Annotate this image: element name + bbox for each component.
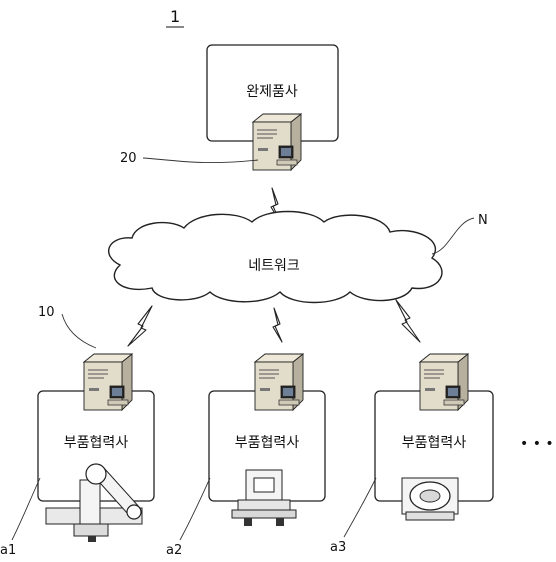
manufacturer-label: 완제품사	[246, 84, 298, 100]
partner1-label: 부품협력사	[64, 435, 129, 451]
partner2-link-bolt-icon	[272, 307, 283, 343]
partner2-ref: a2	[166, 543, 182, 558]
more-partners-ellipsis: • • •	[520, 436, 554, 452]
manufacturer-server-icon	[252, 113, 302, 171]
robot-arm-machine-icon	[45, 463, 143, 542]
press-machine-icon	[231, 469, 297, 526]
figure-number: 1	[170, 7, 180, 26]
network-cloud	[108, 210, 443, 304]
manufacturer-ref: 20	[120, 151, 137, 166]
partner2-server-icon	[254, 353, 304, 411]
partner1-server-icon	[83, 353, 133, 411]
drum-machine-icon	[401, 477, 459, 521]
partner3-label: 부품협력사	[402, 435, 467, 451]
partner1-ref-leader	[11, 477, 41, 541]
network-ref: N	[478, 213, 488, 228]
partner2-label: 부품협력사	[235, 435, 300, 451]
partner1-link-bolt-icon	[127, 305, 153, 347]
network-ref-leader	[431, 217, 475, 255]
partner-server-ref-leader	[61, 313, 97, 349]
partner3-link-bolt-icon	[395, 299, 421, 343]
partner2-ref-leader	[179, 477, 211, 541]
partner1-ref: a1	[0, 543, 16, 558]
partner3-ref-leader	[343, 477, 377, 538]
partner3-ref: a3	[330, 540, 346, 555]
partner3-server-icon	[419, 353, 469, 411]
network-label: 네트워크	[248, 258, 300, 274]
manufacturer-ref-leader	[142, 157, 259, 164]
partner-server-ref: 10	[38, 305, 55, 320]
